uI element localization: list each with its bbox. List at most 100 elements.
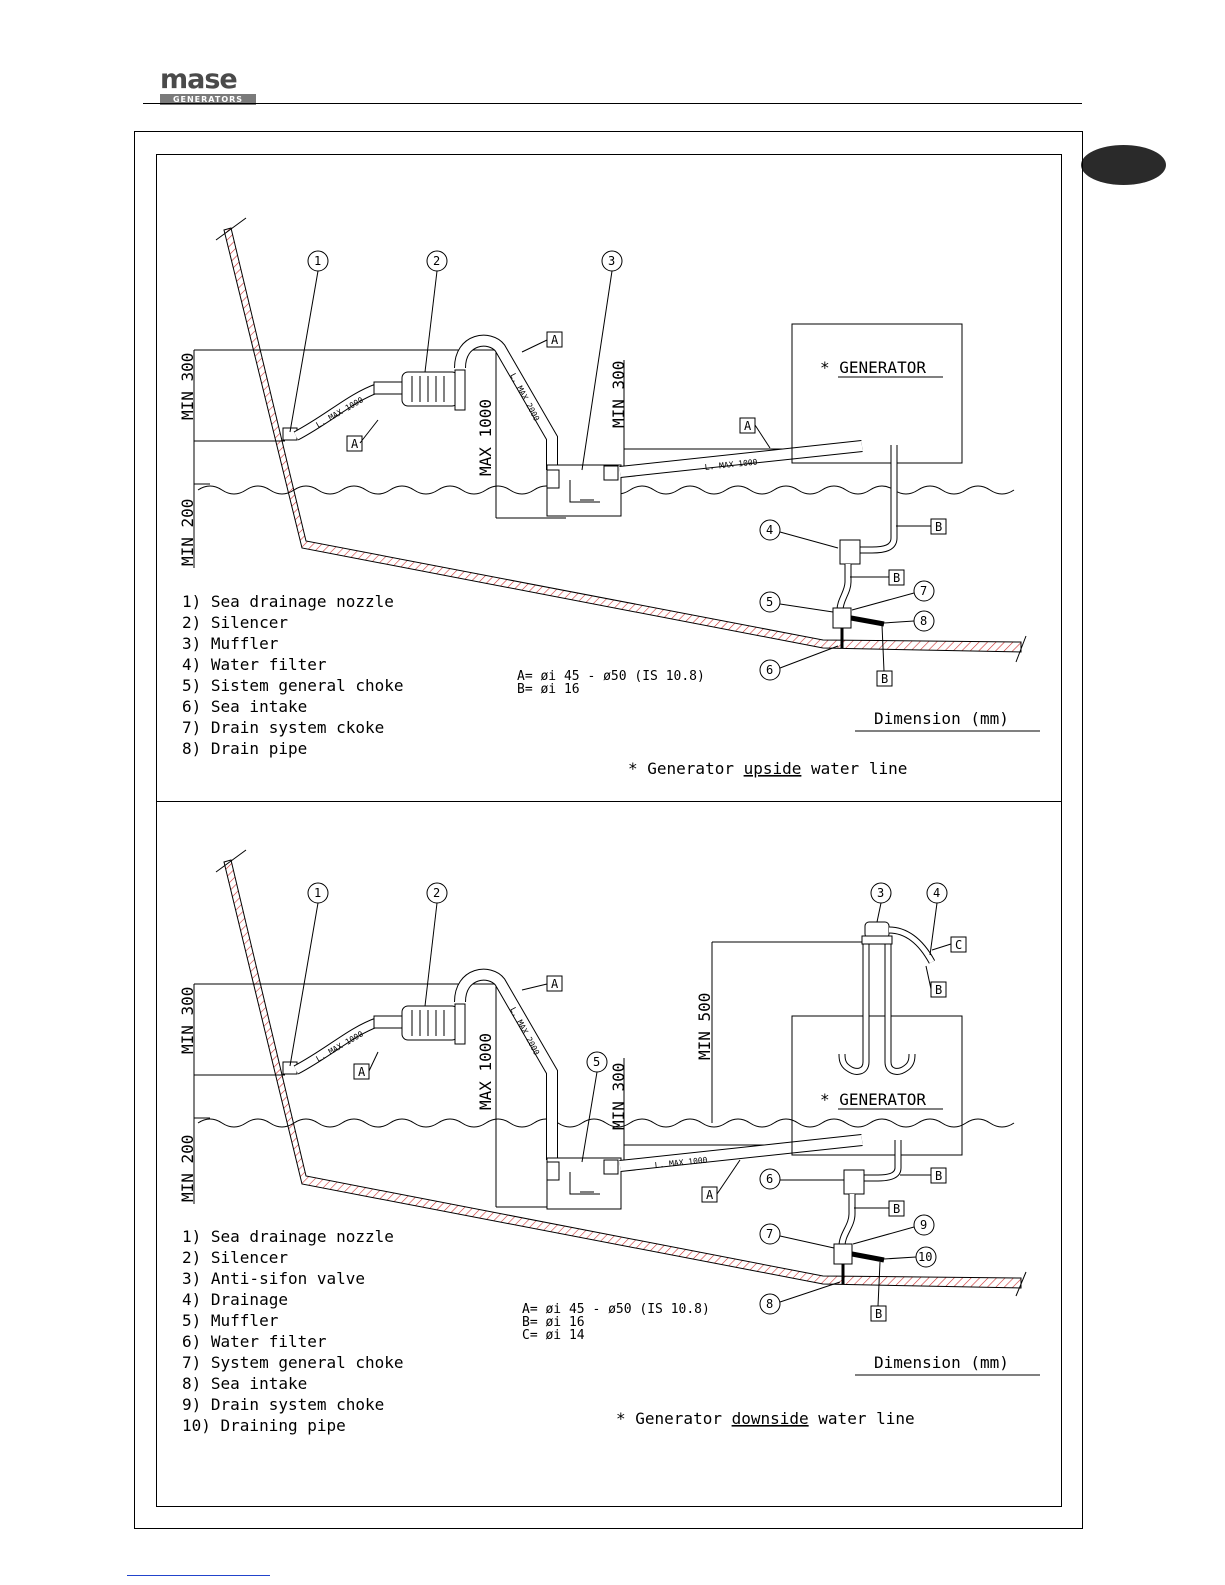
dim-max1000: MAX 1000: [476, 399, 495, 476]
callout-1: 1: [314, 886, 321, 900]
logo-subtitle: GENERATORS: [160, 94, 256, 105]
outer-frame: [134, 131, 1083, 1529]
dim-max1000: MAX 1000: [476, 1033, 495, 1110]
callout-5: 5: [766, 595, 773, 609]
callout-8: 8: [920, 614, 927, 628]
dimension-unit-bottom: Dimension (mm): [874, 1353, 1009, 1372]
dim-min300-left: MIN 300: [178, 987, 197, 1054]
mase-logo: mase GENERATORS: [160, 64, 260, 105]
letter-a-1: A: [551, 977, 559, 991]
legend-item: 7) System general choke: [182, 1353, 404, 1372]
callout-2: 2: [433, 254, 440, 268]
callout-7: 7: [766, 1227, 773, 1241]
caption-post: water line: [801, 759, 907, 778]
legend-item: 1) Sea drainage nozzle: [182, 1227, 394, 1246]
legend-item: 4) Water filter: [182, 655, 327, 674]
letter-a-1: A: [551, 333, 559, 347]
dim-min300-left: MIN 300: [178, 353, 197, 420]
callout-9: 9: [920, 1218, 927, 1232]
generator-box-bottom: [791, 1015, 963, 1156]
drawing-frame: [156, 154, 1062, 1507]
spec-line: B= øi 16: [517, 682, 580, 697]
legend-item: 9) Drain system choke: [182, 1395, 384, 1414]
letter-c-1: C: [955, 938, 962, 952]
spec-line: C= øi 14: [522, 1328, 585, 1343]
dim-min500: MIN 500: [695, 993, 714, 1060]
letter-a-3: A: [706, 1188, 714, 1202]
dim-min200: MIN 200: [178, 1135, 197, 1202]
header-rule: [143, 103, 1082, 104]
legend-bottom: 1) Sea drainage nozzle 2) Silencer 3) An…: [182, 1227, 404, 1435]
generator-box-top: [791, 323, 963, 464]
legend-top: 1) Sea drainage nozzle 2) Silencer 3) Mu…: [182, 592, 404, 758]
legend-item: 2) Silencer: [182, 1248, 288, 1267]
caption-key: upside: [744, 759, 802, 778]
callout-1: 1: [314, 254, 321, 268]
dimension-unit-top: Dimension (mm): [874, 709, 1009, 728]
callout-5: 5: [593, 1055, 600, 1069]
footer-link-underline: [127, 1575, 270, 1576]
callout-10: 10: [918, 1250, 932, 1264]
diagram-top: MIN 300 MIN 200 MAX 1000 L. MAX 1000 L. …: [178, 217, 1040, 778]
callout-2: 2: [433, 886, 440, 900]
letter-b-1: B: [935, 983, 942, 997]
letter-boxes-top: A A A B B B: [346, 331, 947, 687]
letter-b-2: B: [893, 571, 900, 585]
callouts-top: 1 2 3 4 5 6 7 8: [289, 250, 935, 681]
caption-bottom: * Generator downside water line: [616, 1409, 915, 1428]
callout-6: 6: [766, 663, 773, 677]
section-tab-marker: [1081, 145, 1166, 185]
callout-8: 8: [766, 1297, 773, 1311]
generator-label-bottom: * GENERATOR: [820, 1090, 926, 1109]
letter-b-1: B: [935, 520, 942, 534]
legend-item: 5) Muffler: [182, 1311, 279, 1330]
letter-b-3: B: [893, 1202, 900, 1216]
legend-item: 3) Muffler: [182, 634, 279, 653]
callout-7: 7: [920, 584, 927, 598]
letter-a-2: A: [358, 1065, 366, 1079]
generator-label-top: * GENERATOR: [820, 358, 926, 377]
legend-item: 6) Water filter: [182, 1332, 327, 1351]
caption-key: downside: [732, 1409, 809, 1428]
legend-item: 2) Silencer: [182, 613, 288, 632]
caption-pre: * Generator: [616, 1409, 732, 1428]
legend-item: 4) Drainage: [182, 1290, 288, 1309]
hull-bottom: [223, 859, 1022, 1289]
legend-item: 5) Sistem general choke: [182, 676, 404, 695]
callout-4: 4: [933, 886, 940, 900]
letter-a-2: A: [351, 437, 359, 451]
caption-post: water line: [809, 1409, 915, 1428]
legend-item: 8) Drain pipe: [182, 739, 307, 758]
letter-b-4: B: [875, 1307, 882, 1321]
letter-b-3: B: [881, 672, 888, 686]
pipe-label-l-max-1000-a: L. MAX 1000: [315, 1029, 366, 1063]
spec-line: A= øi 45 - ø50 (IS 10.8): [517, 669, 705, 684]
letter-b-2: B: [935, 1169, 942, 1183]
legend-item: 6) Sea intake: [182, 697, 307, 716]
panel-divider: [156, 801, 1062, 802]
legend-item: 3) Anti-sifon valve: [182, 1269, 365, 1288]
letter-boxes-bottom: A A A C B B B B: [353, 936, 967, 1322]
legend-item: 7) Drain system ckoke: [182, 718, 384, 737]
spec-line: B= øi 16: [522, 1315, 585, 1330]
caption-pre: * Generator: [628, 759, 744, 778]
callout-3: 3: [608, 254, 615, 268]
callouts-bottom: 1 2 3 4 5 6 7 8 9 10: [289, 882, 948, 1315]
legend-item: 1) Sea drainage nozzle: [182, 592, 394, 611]
logo-brand: mase: [160, 64, 238, 95]
spec-line: A= øi 45 - ø50 (IS 10.8): [522, 1302, 710, 1317]
caption-top: * Generator upside water line: [628, 759, 907, 778]
dim-min300-right: MIN 300: [609, 1063, 628, 1130]
dim-min300-right: MIN 300: [609, 361, 628, 428]
legend-item: 10) Draining pipe: [182, 1416, 346, 1435]
legend-item: 8) Sea intake: [182, 1374, 307, 1393]
waterline-bottom: [197, 1118, 1015, 1128]
callout-3: 3: [877, 886, 884, 900]
diagram-bottom: MIN 300 MIN 200 MAX 1000 L. MAX 1000 L. …: [178, 849, 1040, 1435]
letter-a-3: A: [744, 419, 752, 433]
hull-top: [223, 227, 1022, 653]
callout-4: 4: [766, 523, 773, 537]
callout-6: 6: [766, 1172, 773, 1186]
pipe-label-l-max-1000-a: L. MAX 1000: [315, 395, 366, 429]
